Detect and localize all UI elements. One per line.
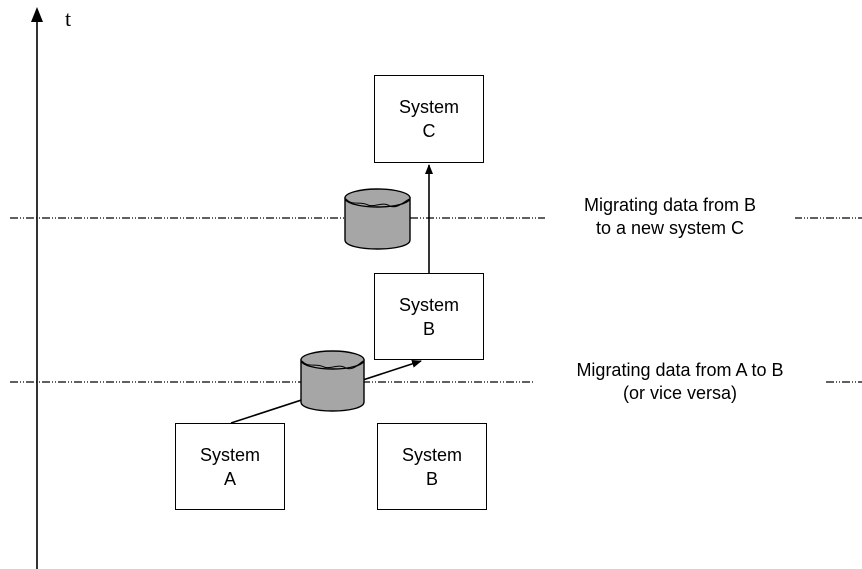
system-b-box: System B [377, 423, 487, 510]
system-a-label-line1: System [199, 444, 260, 465]
system-a-label-line2: A [223, 468, 236, 489]
system-c-label-line2: C [422, 121, 436, 141]
time-axis-arrowhead-icon [31, 7, 43, 22]
system-c-label-line1: System [398, 97, 459, 117]
migration-caption-b-to-c: Migrating data from B to a new system C [545, 194, 795, 240]
system-a-box: System A [175, 423, 285, 510]
database-cylinder-icon [344, 188, 411, 250]
time-axis-label: t [65, 6, 72, 31]
system-b-upgraded-box: System B [374, 273, 484, 360]
system-b-upgraded-label-line2: B [422, 318, 435, 339]
migration-caption-b-to-c-line1: Migrating data from B [583, 195, 757, 215]
migration-caption-a-to-b-line2: (or vice versa) [622, 383, 738, 403]
system-b-label-line1: System [401, 444, 462, 465]
migration-caption-a-to-b: Migrating data from A to B (or vice vers… [535, 359, 825, 405]
database-cylinder-icon [300, 350, 365, 412]
system-b-upgraded-label-line1: System [398, 294, 459, 315]
system-b-label-line2: B [425, 468, 438, 489]
migration-caption-b-to-c-line2: to a new system C [595, 218, 745, 238]
migration-caption-a-to-b-line1: Migrating data from A to B [576, 360, 784, 380]
system-c-box: System C [374, 75, 484, 163]
